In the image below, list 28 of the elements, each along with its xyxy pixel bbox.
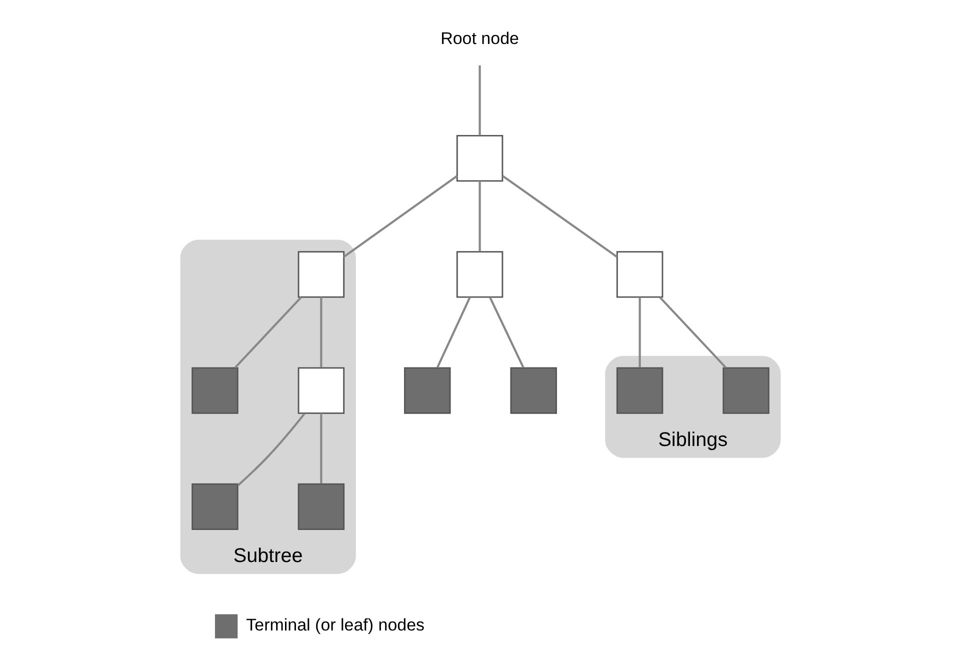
node-box — [297, 251, 344, 298]
cluster: Siblings — [604, 356, 780, 458]
connector — [488, 296, 524, 368]
node-box — [616, 367, 663, 414]
connector — [342, 175, 458, 258]
node-box — [297, 367, 344, 414]
node-box — [191, 367, 238, 414]
node-box — [510, 367, 556, 414]
connector — [478, 65, 480, 136]
connector — [478, 181, 480, 252]
node-box — [616, 251, 663, 298]
connector — [234, 296, 302, 368]
connector — [320, 297, 322, 368]
connector — [236, 413, 305, 486]
node-box — [191, 483, 238, 530]
connector — [658, 296, 726, 368]
node-box — [722, 367, 769, 414]
node-box — [456, 251, 503, 298]
connector — [638, 297, 640, 368]
connector — [436, 296, 470, 368]
node-text: Root node — [440, 28, 518, 48]
node-box — [404, 367, 450, 414]
node-box — [456, 134, 503, 182]
legend-label: Terminal (or leaf) nodes — [246, 616, 424, 635]
cluster: Subtree — [180, 240, 356, 574]
node-box — [297, 483, 344, 530]
connector — [502, 175, 618, 258]
connector — [320, 413, 322, 484]
